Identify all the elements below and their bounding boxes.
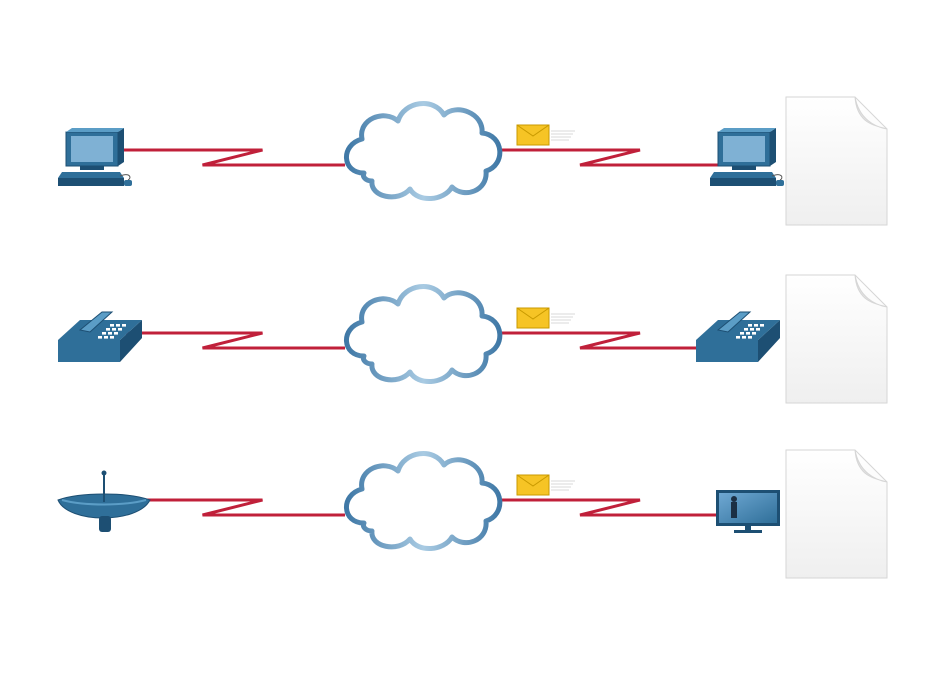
desktop-computer-icon [58, 128, 132, 186]
blank-document-icon [785, 96, 888, 226]
satellite-dish-icon [57, 470, 151, 532]
desktop-computer-icon [710, 128, 784, 186]
envelope-icon [516, 307, 575, 329]
serial-link-right [500, 331, 720, 350]
cloud-icon [344, 101, 503, 201]
envelope-icon [516, 474, 575, 496]
cloud-icon [344, 451, 503, 551]
serial-link-left [120, 498, 345, 517]
ip-phone-icon [58, 311, 142, 362]
cloud-icon [344, 284, 503, 384]
ip-phone-icon [696, 311, 780, 362]
blank-document-icon [785, 449, 888, 579]
serial-link-left [120, 148, 345, 167]
diagram-row-telephone [58, 274, 888, 404]
diagram-row-broadcast [57, 449, 888, 579]
envelope-icon [516, 124, 575, 146]
diagram-row-computer [58, 96, 888, 226]
serial-link-right [500, 148, 720, 167]
television-icon [716, 490, 780, 533]
serial-link-left [120, 331, 345, 350]
blank-document-icon [785, 274, 888, 404]
serial-link-right [500, 498, 720, 517]
